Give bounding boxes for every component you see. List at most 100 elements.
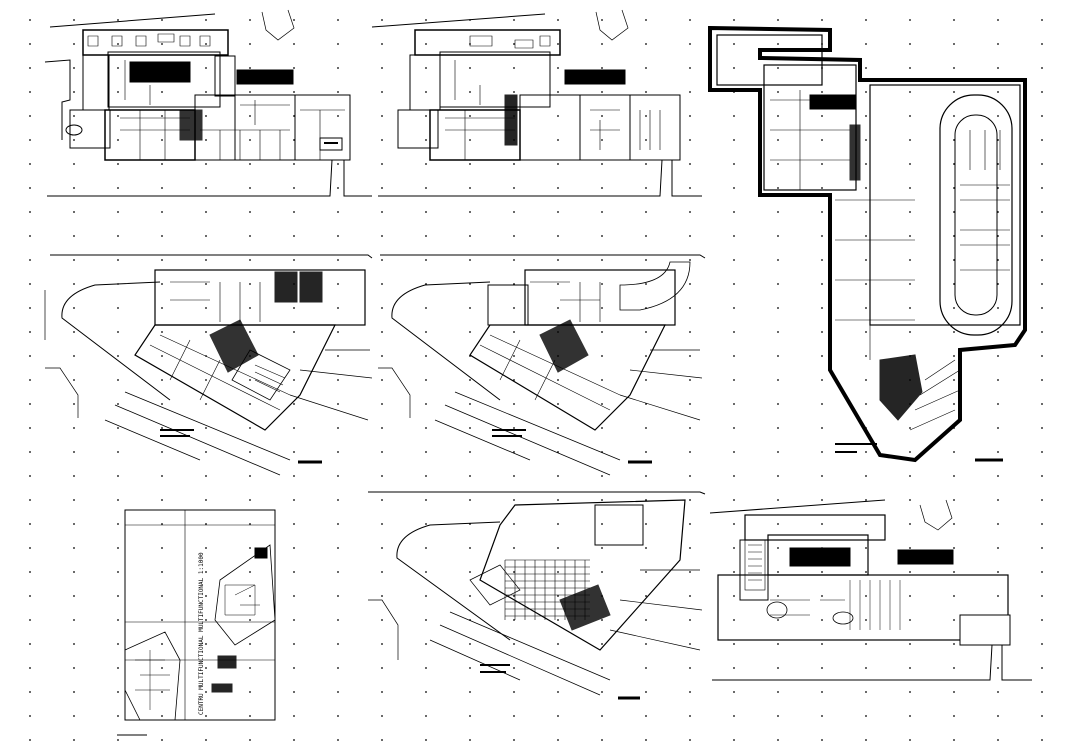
grid-dot	[513, 307, 515, 309]
grid-dot	[293, 475, 295, 477]
grid-dot	[161, 643, 163, 645]
grid-dot	[645, 139, 647, 141]
grid-dot	[293, 379, 295, 381]
grid-dot	[249, 739, 251, 741]
grid-dot	[293, 667, 295, 669]
grid-dot	[689, 595, 691, 597]
grid-dot	[997, 283, 999, 285]
grid-dot	[865, 739, 867, 741]
grid-dot	[73, 163, 75, 165]
grid-dot	[865, 259, 867, 261]
grid-dot	[645, 19, 647, 21]
grid-dot	[117, 139, 119, 141]
grid-dot	[733, 595, 735, 597]
grid-dot	[293, 403, 295, 405]
grid-dot	[249, 715, 251, 717]
grid-dot	[689, 139, 691, 141]
grid-dot	[161, 235, 163, 237]
grid-dot	[865, 211, 867, 213]
grid-dot	[293, 355, 295, 357]
grid-dot	[821, 451, 823, 453]
grid-dot	[513, 547, 515, 549]
grid-dot	[205, 691, 207, 693]
grid-dot	[557, 715, 559, 717]
grid-dot	[73, 91, 75, 93]
grid-dot	[29, 115, 31, 117]
grid-dot	[205, 403, 207, 405]
grid-dot	[513, 163, 515, 165]
grid-dot	[733, 571, 735, 573]
grid-dot	[161, 331, 163, 333]
grid-dot	[645, 451, 647, 453]
grid-dot	[293, 523, 295, 525]
grid-dot	[161, 523, 163, 525]
grid-dot	[117, 211, 119, 213]
grid-dot	[337, 379, 339, 381]
grid-dot	[381, 331, 383, 333]
grid-dot	[909, 547, 911, 549]
grid-dot	[381, 475, 383, 477]
grid-dot	[997, 115, 999, 117]
grid-dot	[997, 331, 999, 333]
grid-dot	[381, 307, 383, 309]
grid-dot	[293, 235, 295, 237]
grid-dot	[909, 427, 911, 429]
grid-dot	[293, 163, 295, 165]
grid-dot	[161, 91, 163, 93]
site-sheet-title: CENTRU MULTIFUNCTIONAL MULTIFUNCTIONAL 1…	[198, 552, 205, 715]
grid-dot	[601, 619, 603, 621]
grid-dot	[29, 19, 31, 21]
grid-dot	[29, 379, 31, 381]
grid-dot	[601, 163, 603, 165]
grid-dot	[821, 619, 823, 621]
grid-dot	[513, 523, 515, 525]
grid-dot	[601, 67, 603, 69]
grid-dot	[73, 379, 75, 381]
grid-dot	[469, 91, 471, 93]
grid-dot	[1041, 667, 1043, 669]
grid-dot	[821, 139, 823, 141]
grid-dot	[513, 715, 515, 717]
grid-dot	[161, 307, 163, 309]
grid-dot	[381, 451, 383, 453]
grid-dot	[249, 259, 251, 261]
grid-dot	[337, 355, 339, 357]
grid-dot	[73, 43, 75, 45]
grid-dot	[1041, 259, 1043, 261]
grid-dot	[381, 739, 383, 741]
grid-dot	[601, 19, 603, 21]
grid-dot	[1041, 283, 1043, 285]
grid-dot	[381, 235, 383, 237]
grid-dot	[161, 211, 163, 213]
grid-dot	[469, 331, 471, 333]
grid-dot	[557, 43, 559, 45]
grid-dot	[733, 715, 735, 717]
grid-dot	[953, 91, 955, 93]
grid-dot	[293, 547, 295, 549]
grid-dot	[1041, 523, 1043, 525]
grid-dot	[293, 43, 295, 45]
grid-dot	[1041, 379, 1043, 381]
grid-dot	[73, 355, 75, 357]
grid-dot	[1041, 595, 1043, 597]
grid-dot	[821, 259, 823, 261]
grid-dot	[117, 331, 119, 333]
grid-dot	[73, 643, 75, 645]
grid-dot	[865, 235, 867, 237]
grid-dot	[117, 691, 119, 693]
grid-dot	[73, 499, 75, 501]
grid-dot	[777, 595, 779, 597]
grid-dot	[821, 379, 823, 381]
grid-dot	[601, 235, 603, 237]
grid-dot	[733, 43, 735, 45]
grid-dot	[733, 475, 735, 477]
plan-ground-floor-south	[44, 254, 373, 476]
grid-dot	[953, 643, 955, 645]
grid-dot	[381, 643, 383, 645]
grid-dot	[777, 571, 779, 573]
grid-dot	[997, 403, 999, 405]
grid-dot	[733, 739, 735, 741]
grid-dot	[689, 403, 691, 405]
grid-dot	[337, 211, 339, 213]
